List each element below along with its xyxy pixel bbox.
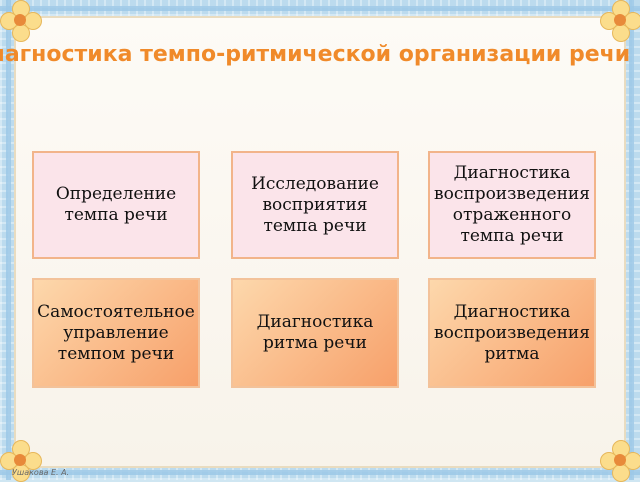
flower-icon [600, 440, 640, 482]
box-text: Самостоятельное управление темпом речи [37, 301, 195, 364]
flower-icon [0, 440, 42, 482]
slide-title-text: Диагностика темпо-ритмической организаци… [0, 42, 631, 67]
box-text: Определение темпа речи [55, 184, 177, 225]
ribbon-top [0, 6, 640, 11]
ribbon-bottom [0, 470, 640, 475]
box-text: Диагностика ритма речи [256, 312, 374, 353]
flower-icon [0, 0, 42, 42]
box-text: Диагностика воспроизведения ритма [434, 301, 590, 364]
flower-icon [600, 0, 640, 42]
ribbon-left [6, 0, 11, 480]
box-reflected-tempo: Диагностика воспроизведения отраженного … [428, 151, 596, 259]
slide-title: Диагностика темпо-ритмической организаци… [0, 42, 640, 74]
box-tempo-perception: Исследование восприятия темпа речи [231, 151, 399, 259]
box-rhythm: Диагностика ритма речи [231, 278, 399, 388]
box-text: Исследование восприятия темпа речи [251, 173, 379, 236]
author-signature: Ушакова Е. А. [12, 468, 70, 477]
box-text: Диагностика воспроизведения отраженного … [434, 163, 590, 246]
box-rhythm-reproduction: Диагностика воспроизведения ритма [428, 278, 596, 388]
ribbon-right [629, 0, 634, 480]
box-self-control: Самостоятельное управление темпом речи [32, 278, 200, 388]
box-tempo-definition: Определение темпа речи [32, 151, 200, 259]
